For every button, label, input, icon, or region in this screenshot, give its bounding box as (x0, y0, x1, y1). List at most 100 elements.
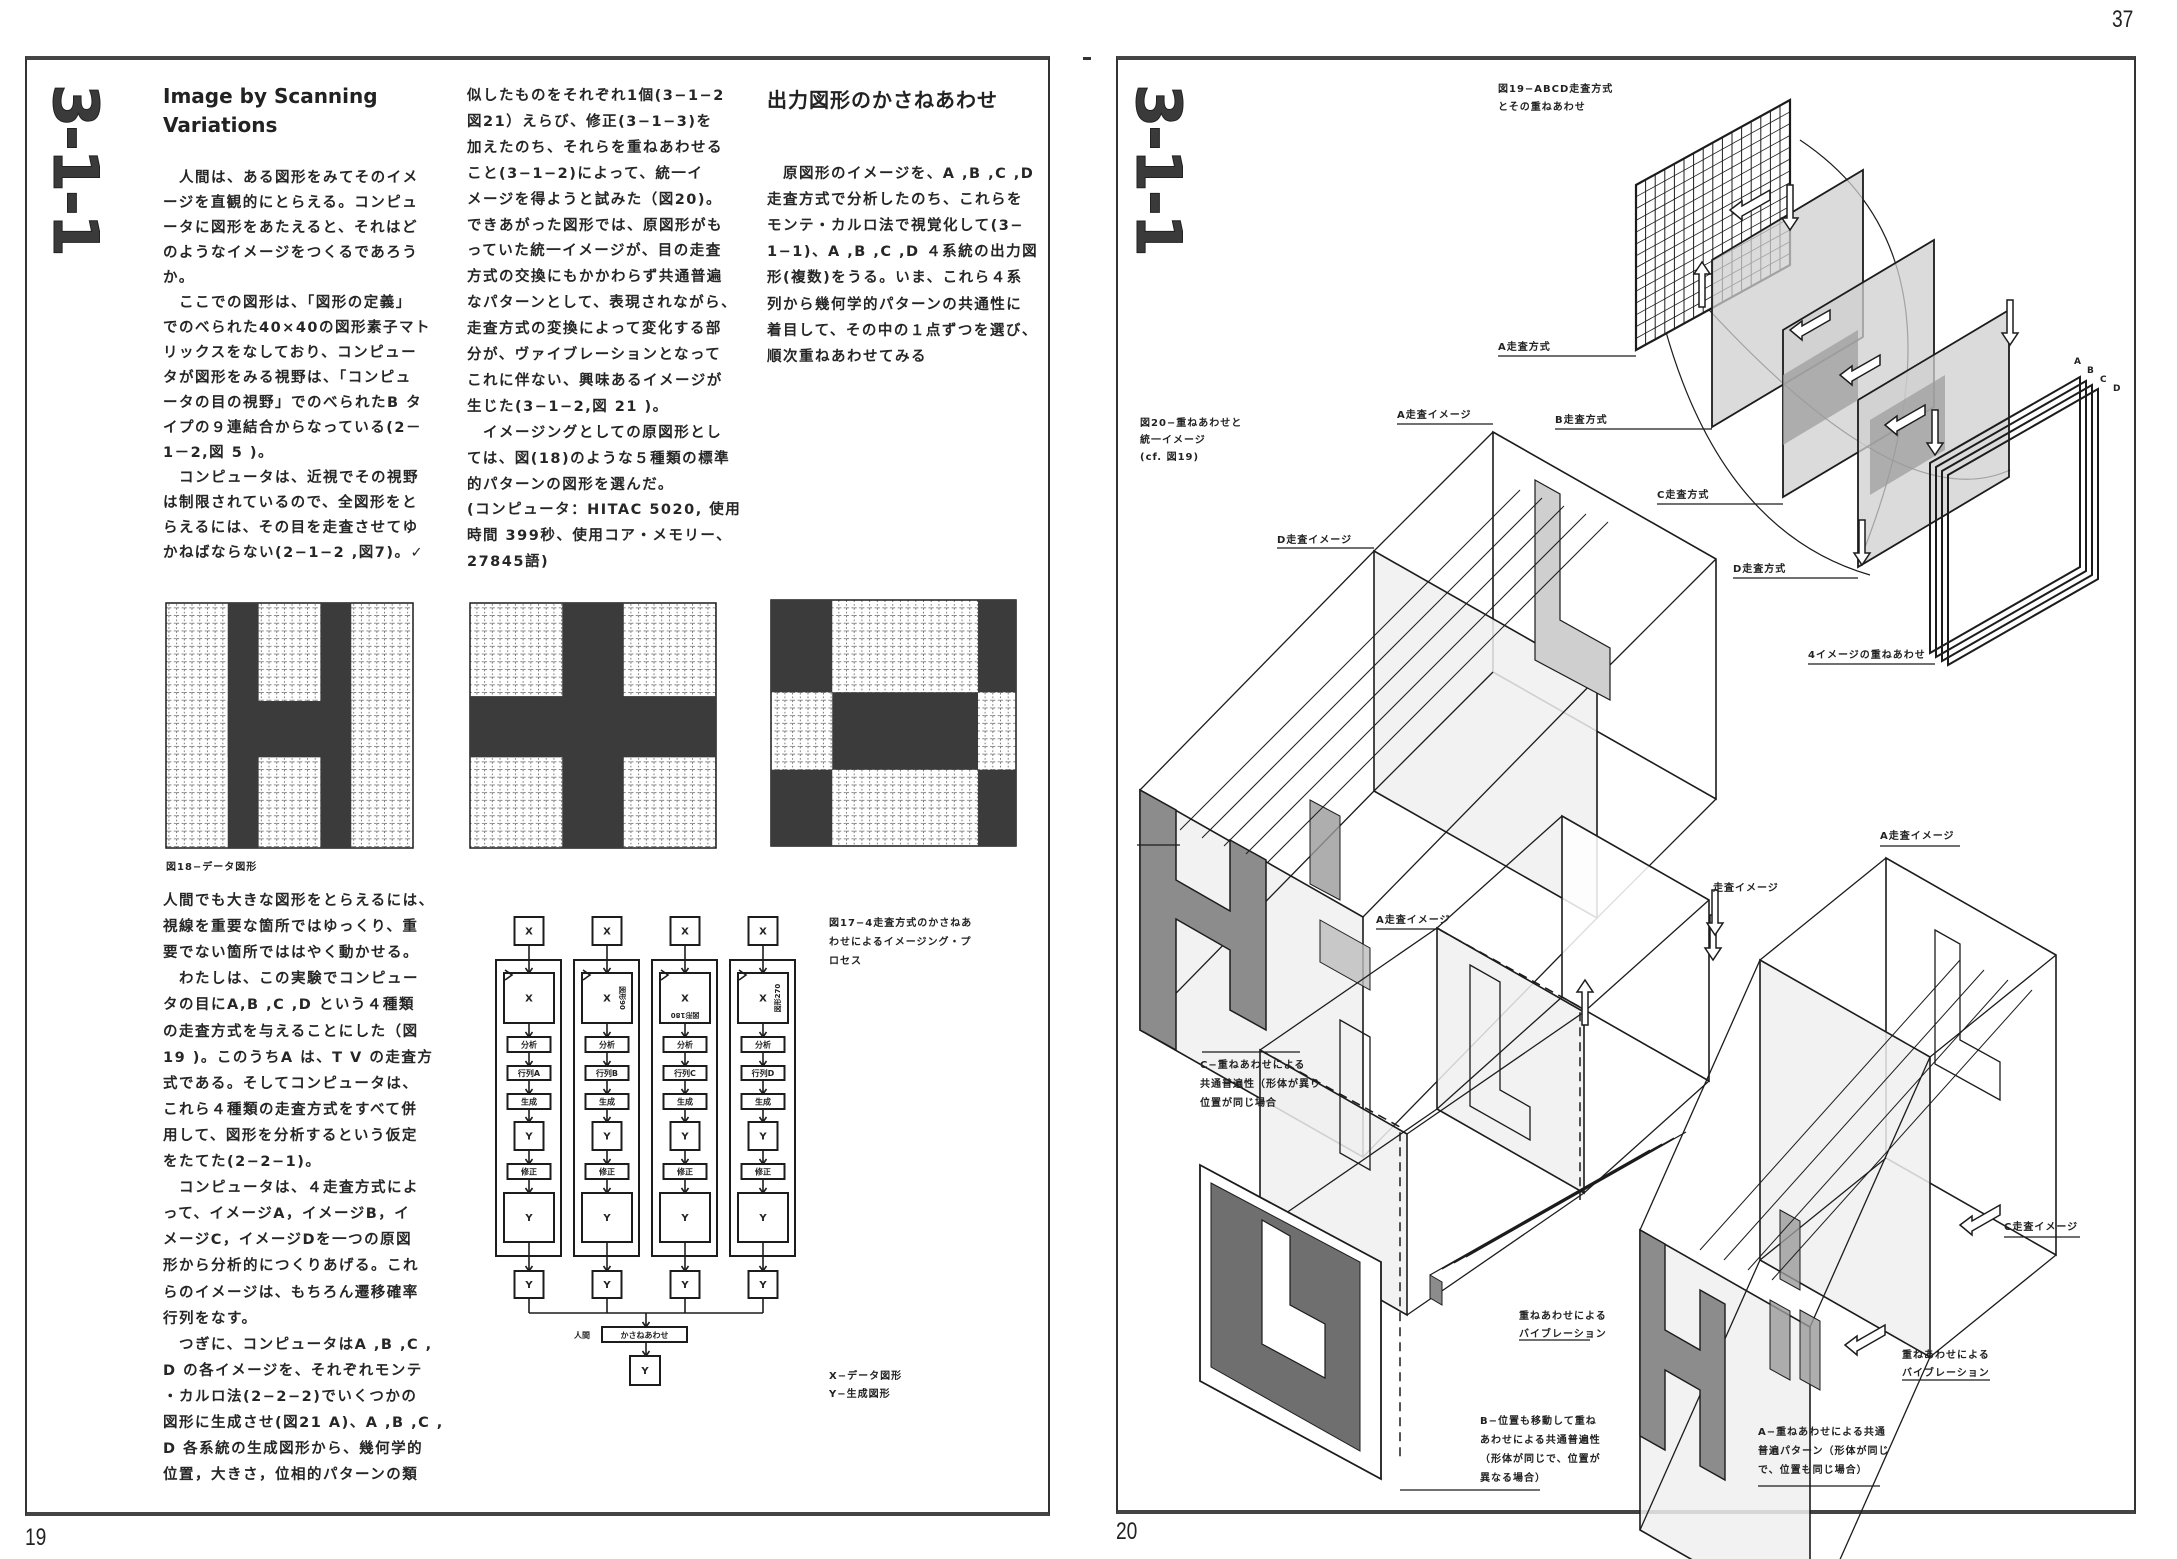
depth-edge (1639, 959, 1761, 1231)
label-text: A走査イメージ (1397, 410, 1472, 421)
l-shaped-hole (1261, 1218, 1326, 1380)
text-line: とその重ねあわせ (1498, 102, 1586, 113)
result-y-box (503, 1192, 555, 1243)
text-line: 重ねあわせによる (1902, 1350, 1990, 1361)
text-line: 図形に生成させ(図21 A)、A ,B ,C , (163, 1415, 444, 1431)
title-line-2: Variations (163, 113, 278, 137)
text-line: タの目にA,B ,C ,D という４種類 (163, 997, 415, 1014)
rotation-label: 図形270 (773, 984, 782, 1013)
analyze-label: 分析 (755, 1039, 771, 1049)
text-line: イメージングとしての原図形とし (467, 424, 723, 441)
text-line: 生じた(3−1−2,図 21 )。 (467, 398, 669, 415)
text-line: 人間でも大きな図形をとらえるには、 (163, 893, 435, 909)
projection-line (1771, 989, 2033, 1281)
text-line: これら４種類の走査方式をすべて併 (163, 1101, 418, 1118)
projection-line (1179, 489, 1521, 831)
loop-chevron (738, 969, 748, 981)
projection-line (1223, 505, 1565, 847)
text-line: バイブレーション (1519, 1329, 1607, 1340)
matrix-label: 行列D (751, 1068, 775, 1078)
input-x-label: X (603, 927, 611, 938)
text-line: D の各イメージを、それぞれモンテ (163, 1362, 423, 1379)
text-line: メージを得ようと試みた（図20)。 (467, 191, 723, 208)
text-line: かねばならない(2−1−2 ,図7)。✓ (163, 545, 425, 561)
correct-label: 修正 (598, 1166, 615, 1176)
input-x-box (747, 916, 779, 946)
input-x-label: X (759, 927, 767, 938)
merge-actor-label: 人間 (574, 1330, 590, 1340)
direction-arrow-icon (1838, 353, 1881, 387)
output-y-label: Y (680, 1280, 689, 1291)
h-shape-ghost (1534, 478, 1611, 701)
merge-label: かさねあわせ (621, 1331, 669, 1340)
text-line: 1－2,図 5 )。 (163, 445, 274, 461)
output-y-label: Y (758, 1280, 767, 1291)
overlap-shade (1870, 375, 1945, 495)
overlay-frame-C (1941, 383, 2093, 663)
frame-letter: C (2100, 375, 2107, 385)
matrix-label: 行列B (595, 1068, 618, 1078)
fig18-data-patterns (165, 599, 1017, 849)
text-line: 1−1)、A ,B ,C ,D ４系統の出力図 (767, 244, 1039, 261)
projection-line (1245, 513, 1587, 855)
source-x-label: X (525, 994, 533, 1005)
text-line: タが図形をみる視野は、「コンピュ (163, 370, 412, 386)
projection-line (1747, 979, 2009, 1271)
result-y-label: Y (758, 1213, 767, 1224)
text-line: 普遍パターン（形体が同じ (1758, 1446, 1890, 1457)
data-pattern-cross (469, 602, 717, 849)
title-line-1: Image by Scanning (163, 84, 378, 108)
section-logo-right: 3-1-1 (1122, 84, 1196, 256)
frame-letter: B (2087, 366, 2094, 376)
grid-line (1635, 158, 1791, 245)
data-pattern-ring-cross (770, 599, 1017, 847)
text-line: B−位置も移動して重ね (1480, 1416, 1597, 1427)
text-line: っていた統一イメージが、目の走査 (467, 243, 722, 260)
fig18-caption-text: 図18−データ図形 (166, 862, 258, 873)
text-line: 27845語) (467, 554, 550, 571)
text-line: (コンピュータ：HITAC 5020, 使用 (467, 502, 742, 519)
l-shape-outline (1469, 963, 1531, 1142)
text-line: リックスをなしており、コンピュー (163, 345, 418, 361)
text-line: これに伴ない、興味あるイメージが (467, 372, 723, 389)
rotation-label: 図形180 (671, 1011, 700, 1020)
direction-arrow-icon (1692, 260, 1712, 308)
direction-arrow-icon (1843, 1323, 1886, 1357)
label-text: B走査方式 (1555, 415, 1608, 426)
generated-y-label: Y (524, 1132, 533, 1143)
input-x-label: X (525, 927, 533, 938)
text-line: 分が、ヴァイブレーションとなって (467, 347, 722, 363)
output-y-box (591, 1270, 623, 1299)
depth-edge (1259, 927, 1438, 1051)
upper-overlay-drawing (1137, 423, 1717, 1159)
vibration-bar-line (1429, 1149, 1651, 1276)
filled-cells (771, 600, 833, 693)
text-line: 時間 399秒、使用コア・メモリー、 (467, 528, 733, 545)
output-y-label: Y (602, 1280, 611, 1291)
article-title: Image by Scanning Variations (163, 82, 378, 140)
source-x-label: X (759, 994, 767, 1005)
grid-line (1635, 135, 1791, 221)
text-line: モンテ・カルロ法で視覚化して(3− (767, 218, 1024, 235)
label-text: D走査方式 (1733, 564, 1787, 575)
frame-letter: A (2074, 357, 2081, 367)
text-line: 共通普遍性（形体が異り (1200, 1079, 1321, 1090)
direction-arrow-icon (1852, 519, 1872, 567)
input-x-label: X (681, 927, 689, 938)
filled-cells (771, 769, 833, 846)
text-line: 走査方式で分析したのち、これらを (767, 192, 1023, 209)
generate-label: 生成 (521, 1096, 537, 1106)
page-number-20: 20 (1116, 1518, 1138, 1545)
text-line: 順次重ねあわせてみる (767, 348, 927, 365)
text-line: か。 (163, 270, 195, 286)
direction-arrow-icon (1728, 188, 1771, 222)
text-line: わせによるイメージング・プ (829, 937, 972, 948)
projection-line (1723, 969, 1985, 1261)
result-y-label: Y (524, 1213, 533, 1224)
text-line: バイブレーション (1902, 1368, 1990, 1379)
shaded-bar (1309, 799, 1341, 901)
shaded-bar (1319, 919, 1371, 991)
label-text: D走査イメージ (1277, 535, 1353, 546)
output-y-box (747, 1270, 779, 1299)
